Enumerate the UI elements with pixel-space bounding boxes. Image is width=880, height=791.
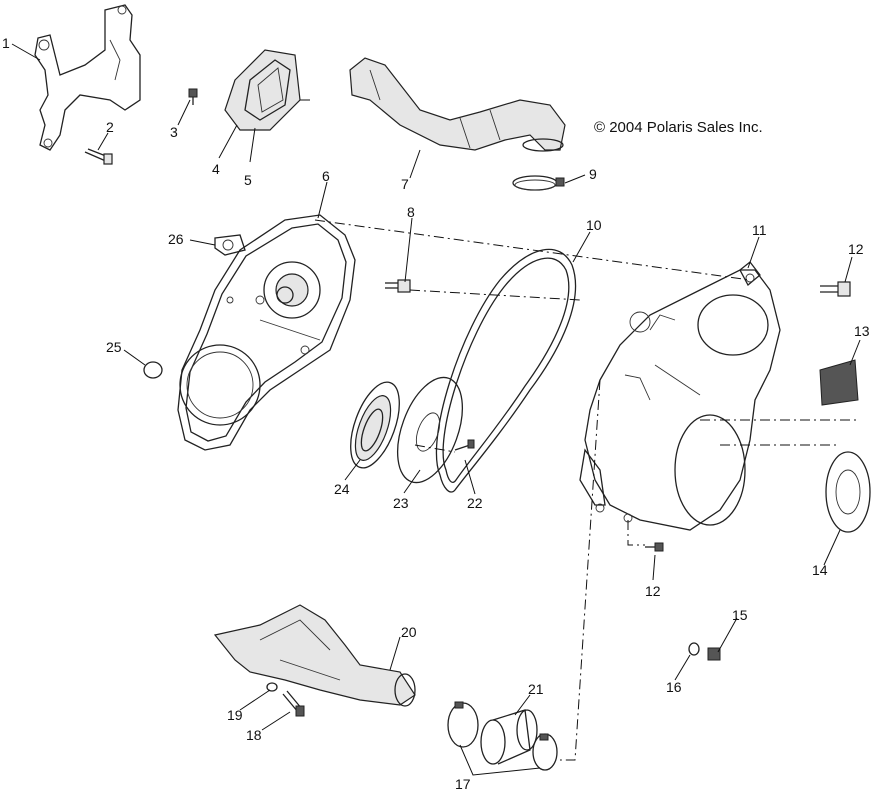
callout-26: 26 <box>168 231 184 247</box>
callout-16: 16 <box>666 679 682 695</box>
callout-15: 15 <box>732 607 748 623</box>
callout-3: 3 <box>170 124 178 140</box>
copyright-text: © 2004 Polaris Sales Inc. <box>594 119 763 136</box>
part-21-sleeve <box>480 709 538 765</box>
callout-23: 23 <box>393 495 409 511</box>
callout-9: 9 <box>589 166 597 182</box>
callout-12-top: 12 <box>848 241 864 257</box>
part-12-bolt-bottom <box>645 542 664 552</box>
callout-21: 21 <box>528 681 544 697</box>
part-16-washer <box>688 642 700 656</box>
part-18-screw <box>282 690 305 717</box>
part-1-bracket <box>34 4 141 151</box>
part-26-grommet <box>214 234 246 256</box>
part-6-inner-cover <box>177 214 356 451</box>
part-13-label <box>819 359 859 406</box>
part-10-drive-belt <box>435 248 577 493</box>
callout-1: 1 <box>2 35 10 51</box>
part-7-intake-duct <box>349 57 566 152</box>
part-15-nut <box>707 647 721 661</box>
callout-17: 17 <box>455 776 471 791</box>
part-8-bolt <box>385 279 411 293</box>
callout-18: 18 <box>246 727 262 743</box>
callout-5: 5 <box>244 172 252 188</box>
part-9-clamp <box>512 175 565 191</box>
callout-20: 20 <box>401 624 417 640</box>
callout-10: 10 <box>586 217 602 233</box>
callout-11: 11 <box>752 222 767 238</box>
callout-13: 13 <box>854 323 870 339</box>
part-14-gasket-ring <box>825 451 871 533</box>
part-25-plug <box>143 361 163 379</box>
part-23-plate <box>397 376 463 484</box>
part-17-clamp-left <box>447 701 479 748</box>
callout-24: 24 <box>334 481 350 497</box>
part-22-screw <box>454 439 475 451</box>
callout-6: 6 <box>322 168 330 184</box>
callout-8: 8 <box>407 204 415 220</box>
part-17-clamp-right <box>532 733 558 771</box>
callout-12-bottom: 12 <box>645 583 661 599</box>
callout-22: 22 <box>467 495 483 511</box>
callout-2: 2 <box>106 119 114 135</box>
part-4-5-intake-boot <box>224 49 310 131</box>
callout-7: 7 <box>401 176 409 192</box>
part-24-seal <box>350 381 400 469</box>
part-11-outer-cover <box>579 261 781 531</box>
callout-19: 19 <box>227 707 243 723</box>
callout-4: 4 <box>212 161 220 177</box>
part-3-screw <box>188 88 198 105</box>
callout-leader-lines <box>11 43 861 776</box>
part-12-bolt-top <box>820 281 851 297</box>
callout-labels: 1 2 3 4 5 6 7 8 9 10 11 12 13 14 15 16 1… <box>2 35 870 791</box>
callout-14: 14 <box>812 562 828 578</box>
part-20-exhaust-duct <box>213 604 416 707</box>
part-2-bolt <box>84 148 113 165</box>
part-19-washer <box>266 682 278 692</box>
callout-25: 25 <box>106 339 122 355</box>
assembly-center-lines <box>314 219 860 761</box>
